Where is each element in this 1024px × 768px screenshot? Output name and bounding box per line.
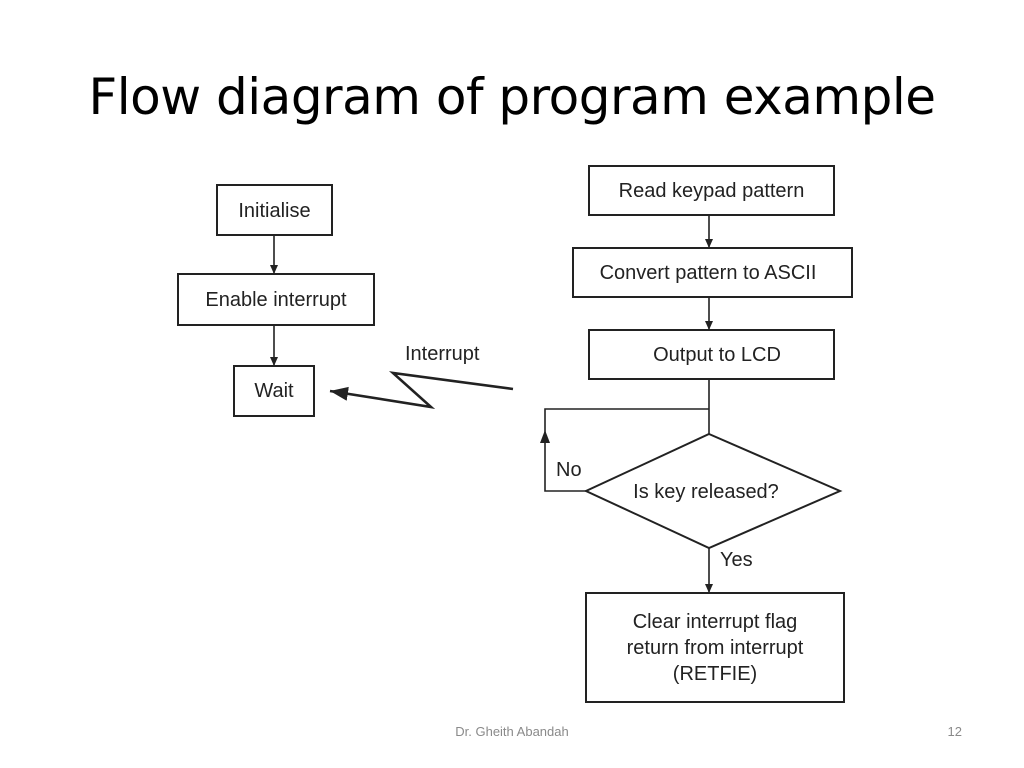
final-line-3: (RETFIE)	[673, 663, 757, 685]
convert-ascii-node: Convert pattern to ASCII	[572, 247, 853, 298]
read-keypad-node: Read keypad pattern	[588, 165, 835, 216]
output-lcd-label: Output to LCD	[653, 344, 781, 366]
no-loop-arrowhead	[540, 430, 550, 443]
final-line-1: Clear interrupt flag	[633, 611, 798, 633]
decision-node: Is key released?	[583, 432, 843, 550]
clear-flag-node: Clear interrupt flag return from interru…	[585, 592, 845, 703]
initialise-node: Initialise	[216, 184, 333, 236]
interrupt-bolt	[329, 371, 514, 409]
page-number: 12	[947, 724, 962, 739]
wait-label: Wait	[254, 380, 294, 402]
yes-label: Yes	[720, 549, 753, 571]
read-keypad-label: Read keypad pattern	[619, 180, 805, 202]
slide-title: Flow diagram of program example	[88, 68, 936, 126]
decision-label: Is key released?	[633, 481, 779, 503]
no-label: No	[556, 459, 582, 481]
convert-ascii-label: Convert pattern to ASCII	[600, 262, 817, 284]
output-lcd-node: Output to LCD	[588, 329, 835, 380]
final-line-2: return from interrupt	[627, 637, 804, 659]
enable-interrupt-label: Enable interrupt	[205, 289, 347, 311]
interrupt-label: Interrupt	[405, 343, 480, 365]
initialise-label: Initialise	[238, 200, 310, 222]
footer-author: Dr. Gheith Abandah	[455, 724, 569, 739]
enable-interrupt-node: Enable interrupt	[177, 273, 375, 326]
edge-no-loop	[544, 408, 709, 492]
wait-node: Wait	[233, 365, 315, 417]
